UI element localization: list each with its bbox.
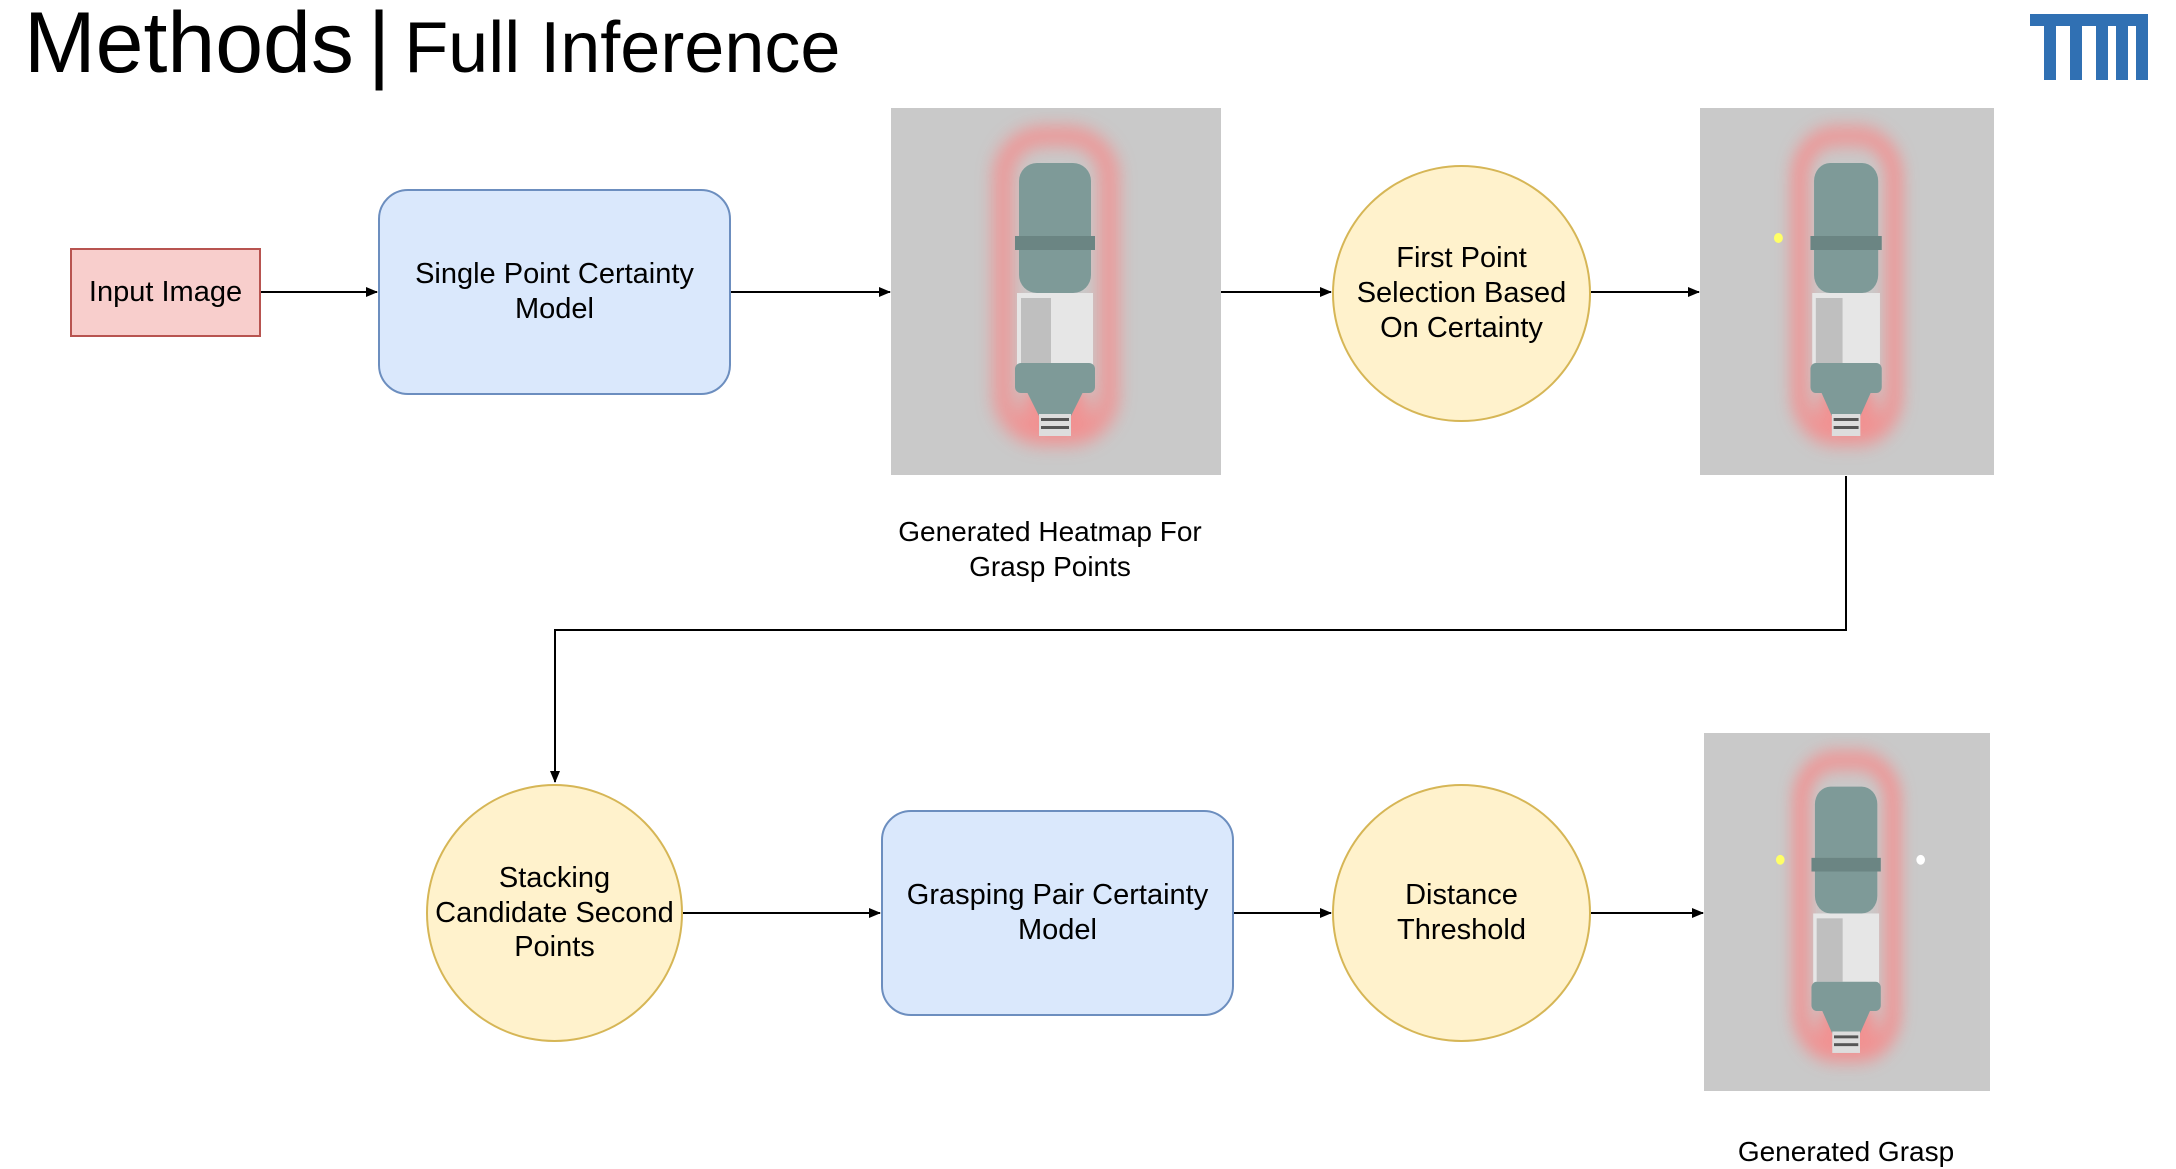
stacking-candidate-second-points-node: Stacking Candidate Second Points	[426, 784, 683, 1042]
slide-title: Methods|Full Inference	[24, 0, 840, 86]
heatmap-image	[891, 108, 1221, 475]
title-separator: |	[367, 0, 391, 91]
single-point-certainty-model-node: Single Point Certainty Model	[378, 189, 731, 395]
grasping-pair-certainty-model-node: Grasping Pair Certainty Model	[881, 810, 1234, 1016]
tum-logo-icon	[2030, 14, 2148, 80]
grasp-caption: Generated Grasp	[1737, 1136, 1955, 1167]
bottle-shape	[1811, 786, 1881, 1053]
bottle-shape	[1810, 163, 1882, 436]
distance-threshold-node: Distance Threshold	[1332, 784, 1591, 1042]
first-grasp-point-marker	[1773, 233, 1783, 243]
first-point-image	[1700, 108, 1994, 475]
bottle-shape	[1015, 163, 1095, 436]
first-point-selection-node: First Point Selection Based On Certainty	[1332, 165, 1591, 422]
second-grasp-point-marker	[1916, 854, 1925, 865]
first-grasp-point-marker	[1775, 854, 1785, 865]
heatmap-caption: Generated Heatmap For Grasp Points	[898, 516, 1202, 582]
title-subtitle: Full Inference	[404, 8, 841, 88]
input-image-node: Input Image	[70, 248, 261, 337]
grasp-result-image	[1704, 733, 1990, 1091]
title-main: Methods	[24, 0, 354, 91]
